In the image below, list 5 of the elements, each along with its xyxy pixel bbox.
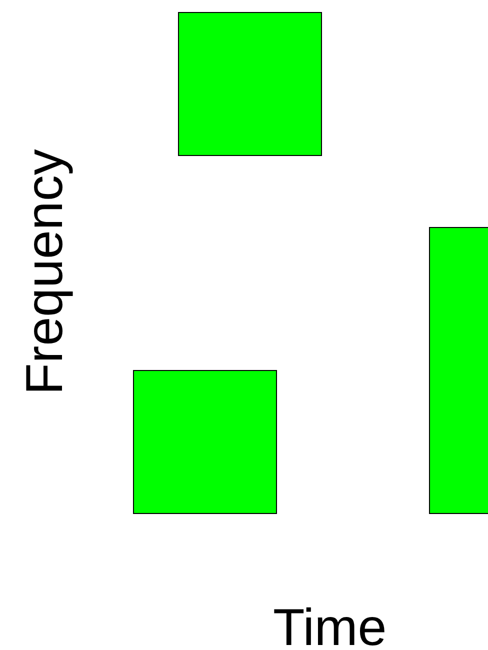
axis-label: Time	[273, 602, 387, 650]
axis-label: Frequency	[18, 149, 71, 395]
tile	[133, 370, 277, 514]
tile	[178, 12, 322, 156]
tile	[429, 227, 488, 514]
